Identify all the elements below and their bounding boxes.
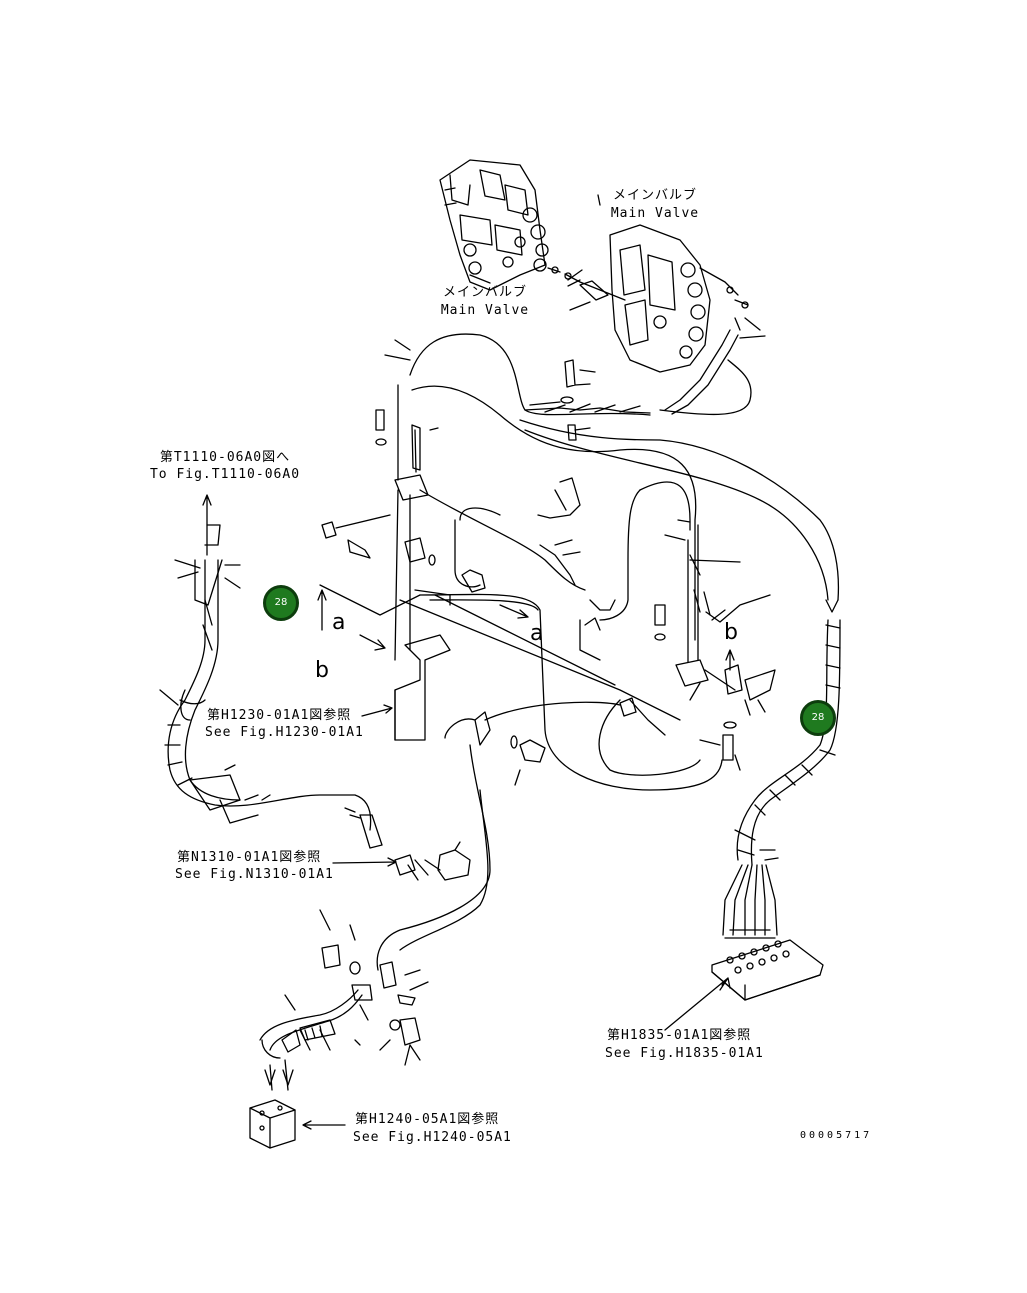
ref-h1835-label-en: See Fig.H1835-01A1 bbox=[605, 1046, 764, 1061]
view-a-right-label: a bbox=[530, 621, 544, 646]
ref-h1230-label-en: See Fig.H1230-01A1 bbox=[205, 725, 364, 740]
ref-t1110-label-en: To Fig.T1110-06A0 bbox=[149, 467, 301, 482]
view-b-right-label: b bbox=[724, 620, 738, 645]
drawing-id: 00005717 bbox=[800, 1130, 873, 1141]
ref-h1240-label-en: See Fig.H1240-05A1 bbox=[353, 1130, 512, 1145]
ref-h1230-label-jp: 第H1230-01A1図参照 bbox=[207, 708, 352, 723]
main-valve-right-drawing bbox=[609, 224, 766, 415]
view-b-left-label: b bbox=[315, 658, 329, 683]
part-hotspot-28-right[interactable]: 28 bbox=[800, 700, 836, 736]
part-hotspot-28-left[interactable]: 28 bbox=[263, 585, 299, 621]
ref-h1835-label-jp: 第H1835-01A1図参照 bbox=[607, 1028, 752, 1043]
main-valve-top-label-en: Main Valve bbox=[610, 206, 700, 221]
main-valve-left-drawing bbox=[439, 159, 626, 311]
main-valve-left-label-jp: メインバルブ bbox=[442, 285, 527, 300]
main-valve-top-label-jp: メインバルブ bbox=[612, 188, 697, 203]
ref-n1310-label-jp: 第N1310-01A1図参照 bbox=[177, 850, 322, 865]
ref-t1110-label-jp: 第T1110-06A0図へ bbox=[159, 450, 291, 465]
view-a-left-label: a bbox=[332, 610, 346, 635]
ref-h1240-label-jp: 第H1240-05A1図参照 bbox=[355, 1112, 500, 1127]
hose-routing-drawing bbox=[159, 194, 841, 1149]
main-valve-left-label-en: Main Valve bbox=[440, 303, 530, 318]
ref-n1310-label-en: See Fig.N1310-01A1 bbox=[175, 867, 334, 882]
